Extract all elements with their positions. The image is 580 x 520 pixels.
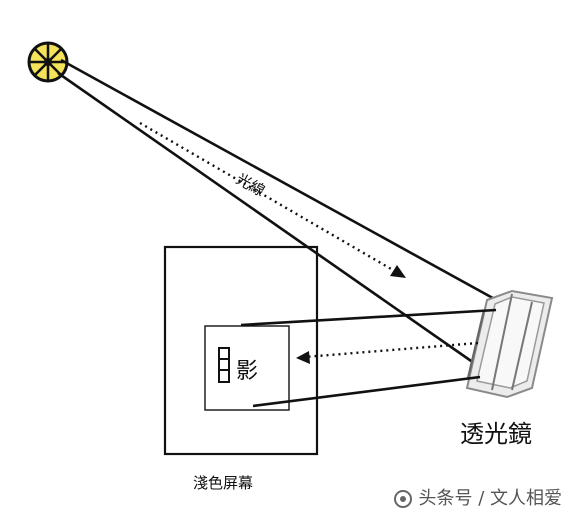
incident-arrow [139,121,406,278]
screen-board [163,245,319,456]
shadow-text: 影 [236,359,258,384]
shadow-label: 影 [218,347,258,384]
camera-icon [394,490,413,508]
projection-lines [240,308,497,408]
shadow-image-box [204,325,290,411]
projected-arrow [296,341,479,364]
light-ray-label: 光線 [233,170,268,200]
lens [465,289,554,399]
watermark: 头条号 / 文人相爱 [394,484,562,510]
lens-label: 透光鏡 [460,420,532,448]
screen-label: 淺色屏幕 [193,474,253,492]
watermark-text: 头条号 / 文人相爱 [418,488,562,509]
light-cone [57,58,501,365]
